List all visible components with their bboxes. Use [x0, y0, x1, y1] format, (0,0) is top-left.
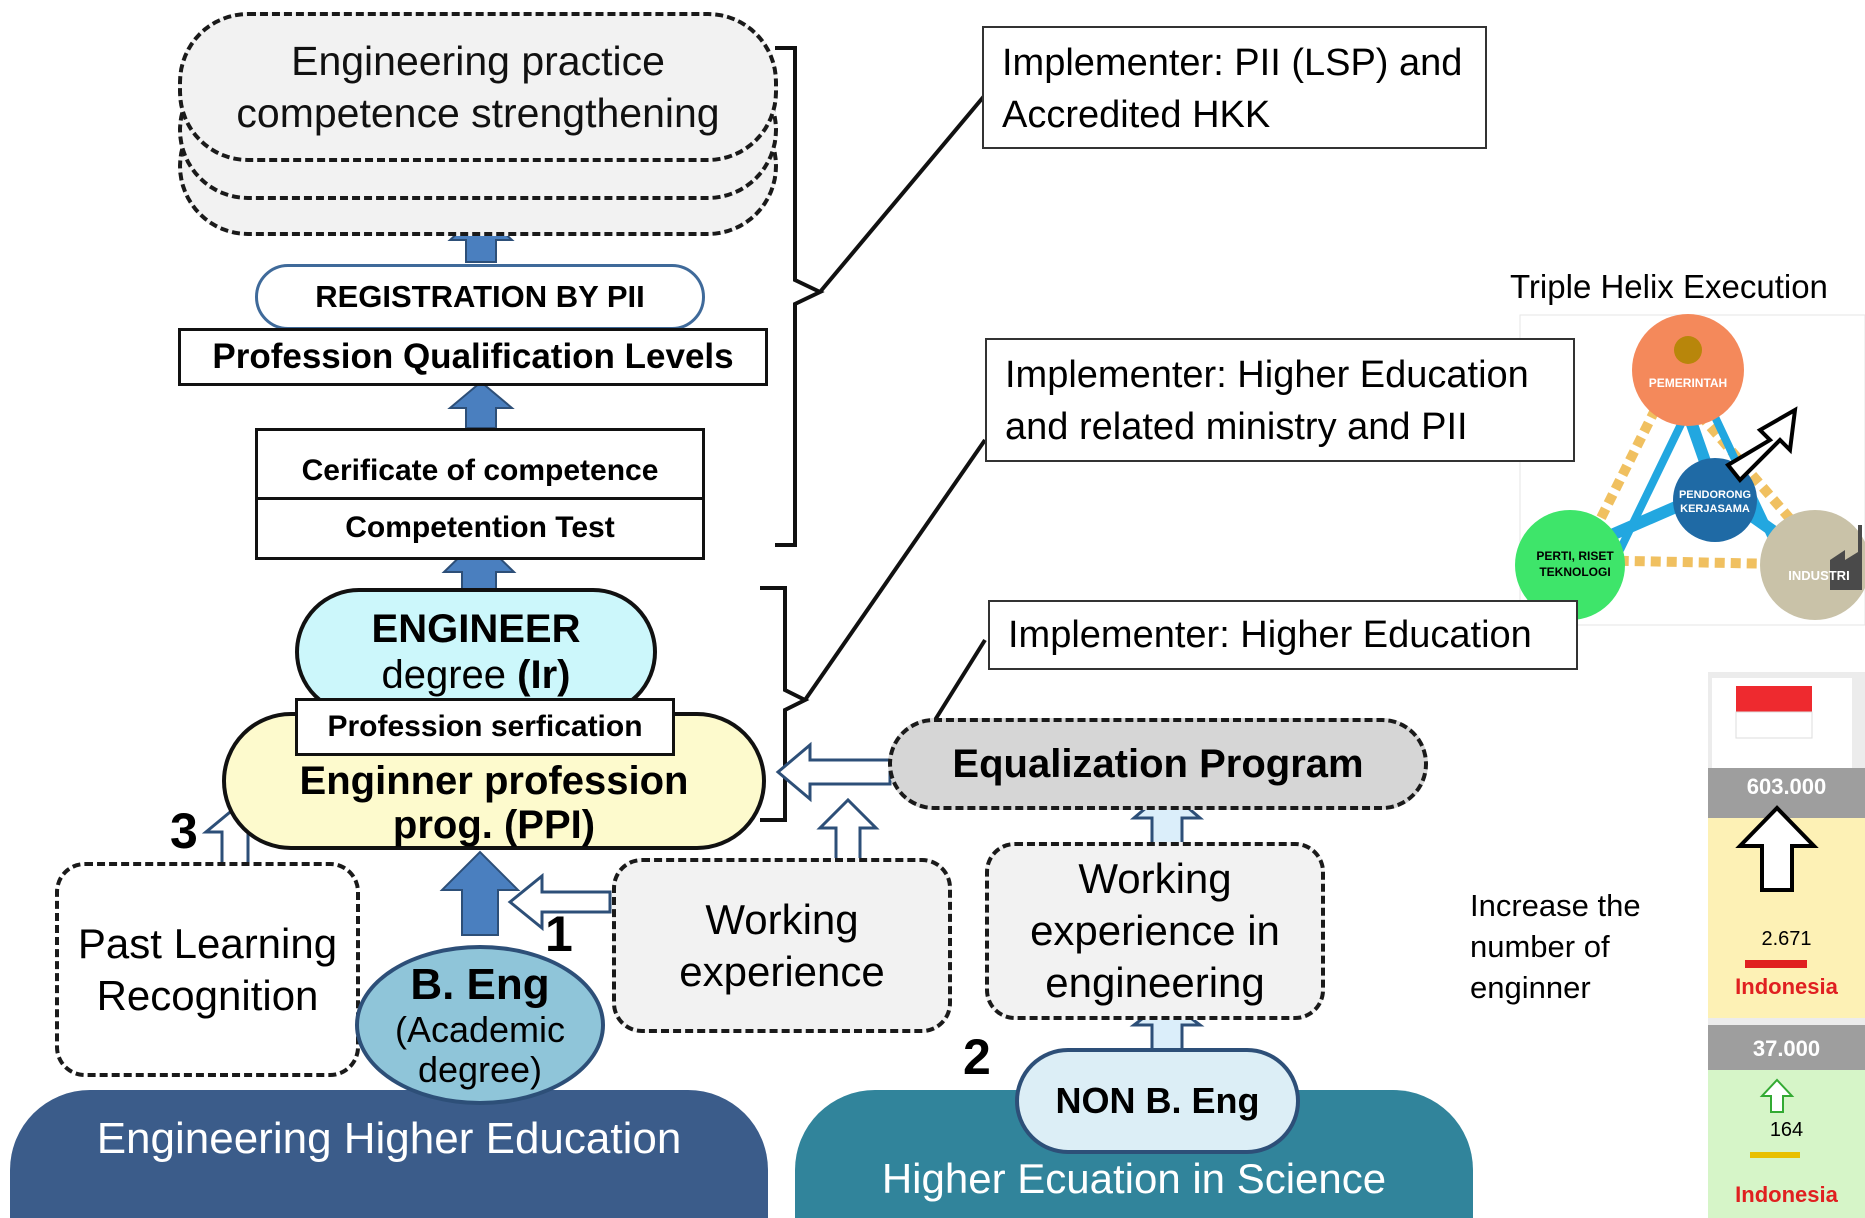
working-experience-box: Working experience	[612, 858, 952, 1033]
ppi-label: Enginner profession prog. (PPI)	[299, 759, 689, 847]
flag-red	[1736, 686, 1812, 712]
stat-top-arrow	[1735, 805, 1819, 892]
perti-circle	[1515, 510, 1625, 620]
higher-education-science-bar: Higher Ecuation in Science	[795, 1090, 1473, 1218]
left-arrow-equalization	[775, 741, 892, 803]
engineering-higher-education-label: Engineering Higher Education	[96, 1114, 682, 1163]
certificate-divider	[258, 497, 702, 500]
stat-bottom-header	[1708, 1025, 1865, 1070]
upper-brace	[775, 46, 825, 547]
industri-circle	[1760, 510, 1865, 620]
implementer-box-3: Implementer: Higher Education	[988, 600, 1578, 670]
beng-title: B. Eng	[410, 960, 550, 1009]
industri-label: INDUSTRI	[1788, 568, 1850, 583]
stat-top-bar	[1745, 960, 1807, 968]
implementer-label-2: Implementer: Higher Education and relate…	[1005, 354, 1529, 448]
increase-text: Increase the number of enginner	[1470, 888, 1641, 1005]
triple-helix-title: Triple Helix Execution	[1510, 268, 1828, 305]
qualification-levels-box: Profession Qualification Levels	[178, 328, 768, 386]
non-beng-label: NON B. Eng	[1055, 1080, 1260, 1121]
up-arrow-work	[816, 797, 880, 867]
connector-line-3	[933, 638, 987, 722]
stat-bottom-small: 164	[1769, 1119, 1804, 1141]
engineer-degree-text: degree	[381, 653, 518, 697]
outline-up-arrow-helix	[1725, 406, 1798, 483]
profession-cert-label: Profession serfication	[327, 710, 643, 743]
stat-bottom-country: Indonesia	[1735, 1182, 1838, 1207]
profession-cert-box: Profession serfication	[295, 698, 675, 756]
emblem-icon	[1674, 336, 1702, 364]
up-arrow-2	[447, 380, 515, 429]
beng-subtitle: (Academic degree)	[394, 1009, 566, 1090]
working-experience-label: Working experience	[679, 895, 885, 995]
certificate-box: Cerificate of competence Competention Te…	[255, 428, 705, 560]
implementer-label-1: Implementer: PII (LSP) and Accredited HK…	[1002, 42, 1463, 136]
engineering-higher-education-bar: Engineering Higher Education	[10, 1090, 768, 1218]
past-learning-label: Past Learning Recognition	[77, 919, 338, 1019]
helix-triangle	[1571, 371, 1842, 571]
stat-bottom-arrow	[1759, 1078, 1795, 1113]
working-experience-engineering-label: Working experience in engineering	[1030, 855, 1280, 1006]
practice-competence-label: Engineering practice competence strength…	[236, 38, 720, 136]
up-arrow-4	[439, 850, 521, 936]
implementer-label-3: Implementer: Higher Education	[1008, 614, 1532, 656]
industry-icon	[1830, 525, 1862, 590]
engineer-abbrev: (Ir)	[517, 653, 571, 697]
implementer-box-2: Implementer: Higher Education and relate…	[985, 338, 1575, 462]
stat-top-small: 2.671	[1761, 928, 1812, 950]
past-learning-box: Past Learning Recognition	[55, 862, 360, 1077]
connector-line-2	[803, 438, 987, 702]
step-number-3: 3	[170, 803, 198, 859]
step-number-2: 2	[963, 1029, 991, 1085]
engineer-degree-box: ENGINEER degree (Ir)	[295, 588, 657, 716]
registration-label: REGISTRATION BY PII	[315, 279, 645, 314]
higher-education-science-label: Higher Ecuation in Science	[881, 1155, 1387, 1202]
flag-white	[1735, 711, 1813, 739]
stat-top-header	[1708, 768, 1865, 818]
left-arrow-work	[507, 872, 612, 932]
center-label: PENDORONG KERJASAMA	[1678, 489, 1752, 515]
registration-box: REGISTRATION BY PII	[255, 264, 705, 330]
qualification-levels-label: Profession Qualification Levels	[212, 337, 734, 376]
stat-bottom-value: 37.000	[1752, 1036, 1821, 1061]
pemerintah-label: PEMERINTAH	[1648, 376, 1728, 390]
stat-top-value: 603.000	[1746, 774, 1827, 799]
beng-ellipse: B. Eng (Academic degree)	[355, 945, 605, 1105]
competence-test-label: Competention Test	[345, 511, 615, 544]
perti-label: PERTI, RISET TEKNOLOGI	[1536, 549, 1614, 579]
equalization-program-label: Equalization Program	[952, 741, 1364, 786]
non-beng-box: NON B. Eng	[1015, 1048, 1300, 1154]
implementer-box-1: Implementer: PII (LSP) and Accredited HK…	[982, 26, 1487, 149]
working-experience-engineering-box: Working experience in engineering	[985, 842, 1325, 1020]
equalization-program-box: Equalization Program	[888, 718, 1428, 810]
certificate-label: Cerificate of competence	[301, 454, 659, 487]
pemerintah-circle	[1632, 314, 1744, 426]
stat-top-country: Indonesia	[1735, 974, 1838, 999]
connector-line-1	[818, 93, 987, 294]
center-circle	[1673, 458, 1757, 542]
step-number-1: 1	[545, 906, 573, 962]
stat-bottom-bar	[1750, 1152, 1800, 1158]
engineer-title: ENGINEER	[371, 607, 581, 651]
practice-competence-box: Engineering practice competence strength…	[178, 12, 778, 162]
